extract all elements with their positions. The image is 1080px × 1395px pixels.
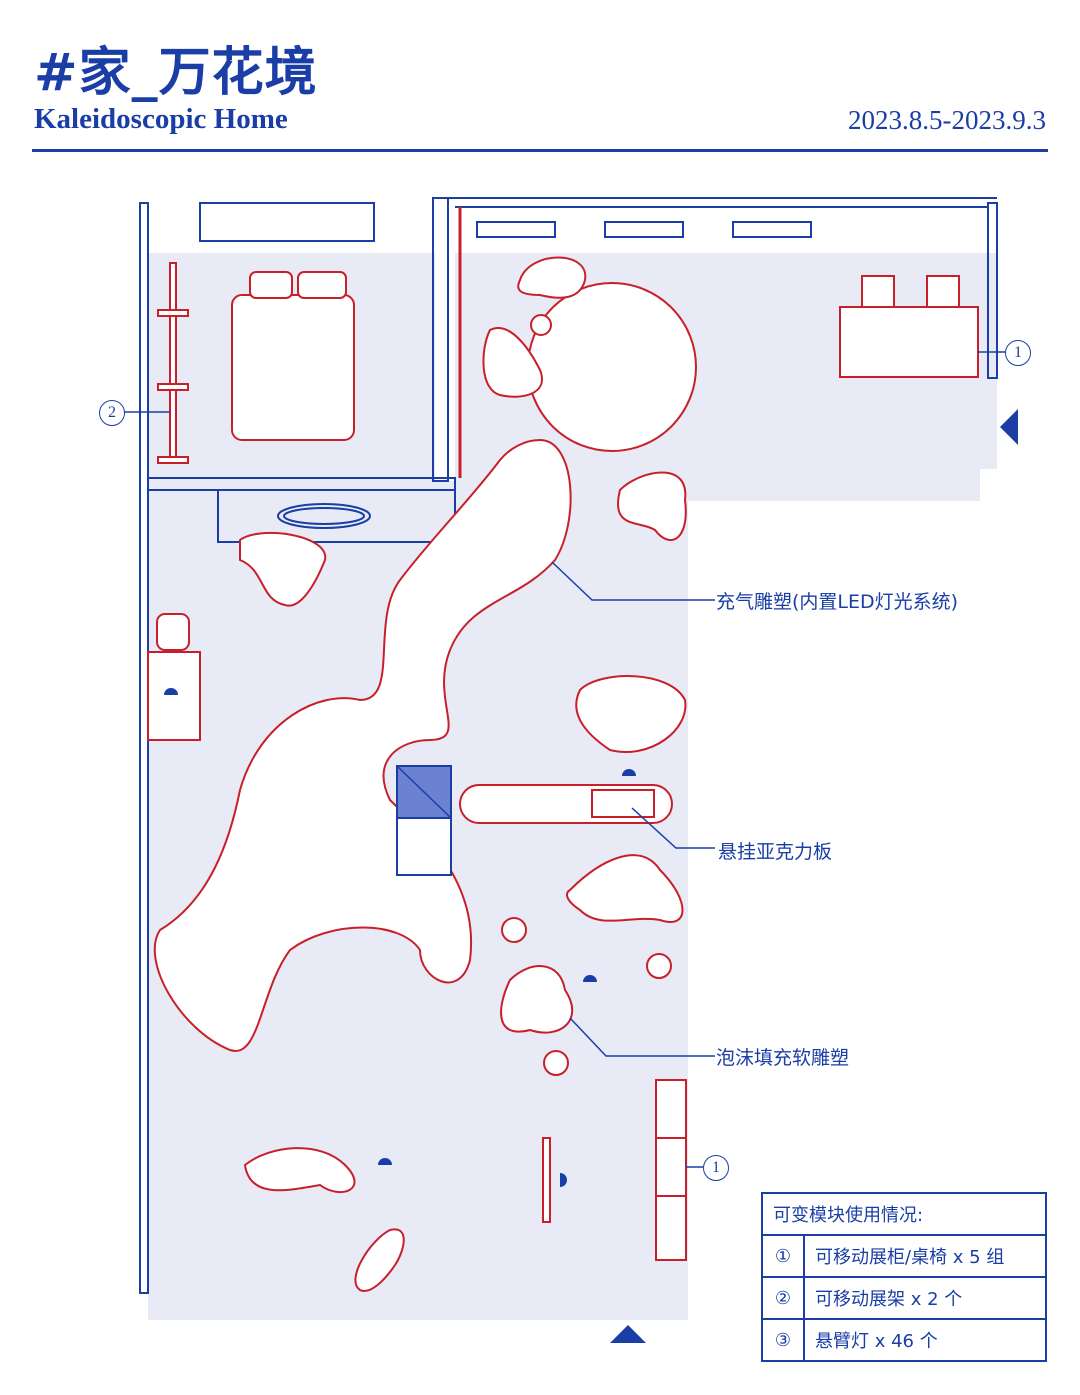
label-inflatable-sculpture: 充气雕塑(内置LED灯光系统) xyxy=(716,587,959,614)
legend-num: ② xyxy=(761,1276,805,1320)
page-subtitle: Kaleidoscopic Home xyxy=(34,103,288,135)
legend-text: 可移动展柜/桌椅 x 5 组 xyxy=(803,1234,1047,1278)
page-title: #家_万花境 xyxy=(34,43,318,103)
marker-2-rack: 2 xyxy=(99,400,125,426)
legend-text: 可移动展架 x 2 个 xyxy=(803,1276,1047,1320)
label-acrylic-panel: 悬挂亚克力板 xyxy=(718,837,833,864)
leader-lines xyxy=(124,351,1005,1168)
marker-1-cabinet-bottom: 1 xyxy=(703,1155,729,1181)
legend-text: 悬臂灯 x 46 个 xyxy=(803,1318,1047,1362)
legend-num: ③ xyxy=(761,1318,805,1362)
label-foam-sculpture: 泡沫填充软雕塑 xyxy=(716,1043,850,1070)
legend-title: 可变模块使用情况: xyxy=(761,1192,1047,1236)
lamp-icons xyxy=(164,409,1018,1343)
entrance-arrow-bottom xyxy=(610,1325,646,1343)
entrance-arrow-right xyxy=(1000,409,1018,445)
date-range: 2023.8.5-2023.9.3 xyxy=(848,105,1046,135)
legend-num: ① xyxy=(761,1234,805,1278)
header-divider xyxy=(32,149,1048,152)
furniture xyxy=(147,256,979,1292)
walls xyxy=(139,197,998,1294)
marker-1-cabinet: 1 xyxy=(1005,340,1031,366)
